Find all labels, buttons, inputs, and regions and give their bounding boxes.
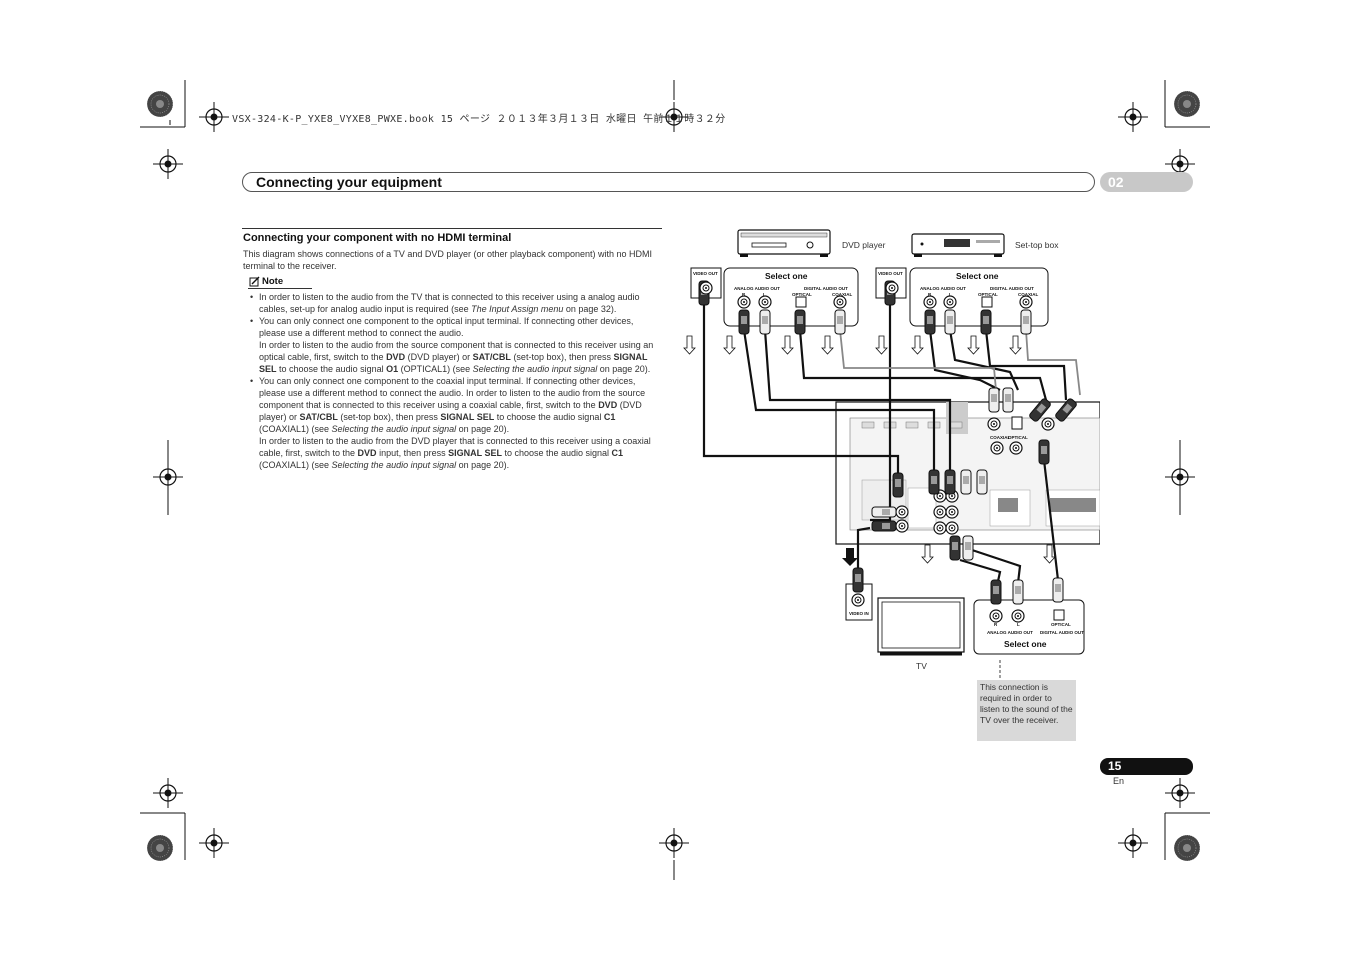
dvd-player-label: DVD player — [842, 240, 886, 250]
note-text-run: to choose the audio signal — [501, 448, 612, 458]
note-text-run: SIGNAL SEL — [259, 352, 648, 374]
dvd-l-label: L — [763, 292, 766, 297]
dvd-r-label: R — [742, 292, 746, 297]
page-number-tab — [1100, 758, 1193, 775]
chapter-tab — [1100, 172, 1193, 192]
note-bullet-item: You can only connect one component to th… — [250, 315, 662, 375]
language-code: En — [1113, 776, 1125, 786]
note-bullet-item: In order to listen to the audio from the… — [250, 291, 662, 315]
note-text-run: to choose the audio signal — [276, 364, 387, 374]
note-text-run: (COAXIAL1) (see — [259, 460, 332, 470]
tv-label: TV — [916, 661, 927, 671]
note-text-run: SIGNAL SEL — [440, 412, 495, 422]
stb-coaxial-label: COAXIAL — [1018, 292, 1039, 297]
note-text-run: DVD — [598, 400, 618, 410]
note-text-run: Selecting the audio input signal — [331, 460, 457, 470]
receiver-coaxial-label: COAXIAL — [990, 435, 1011, 440]
tv-select-one-label: Select one — [1004, 639, 1047, 649]
stb-r-label: R — [928, 292, 932, 297]
note-text-run: In order to listen to the audio from the… — [259, 436, 651, 458]
tv-digital-audio-out-label: DIGITAL AUDIO OUT — [1040, 630, 1084, 635]
chapter-number: 02 — [1108, 174, 1124, 190]
tv-video-in-label: VIDEO IN — [849, 611, 869, 616]
dvd-select-one-label: Select one — [765, 271, 808, 281]
section-intro: This diagram shows connections of a TV a… — [243, 249, 653, 271]
tv-l-label: L — [1017, 622, 1020, 627]
note-text-run: (set-top box), then press — [510, 352, 614, 362]
stb-l-label: L — [949, 292, 952, 297]
receiver-optical-label: OPTICAL — [1008, 435, 1028, 440]
note-text-run: (DVD player) or — [259, 400, 642, 422]
page-number: 15 — [1108, 759, 1122, 773]
note-text-run: on page 20). — [456, 424, 510, 434]
tv-icon — [877, 597, 965, 656]
stb-digital-audio-out-label: DIGITAL AUDIO OUT — [990, 286, 1034, 291]
note-text-run: SAT/CBL — [472, 352, 511, 362]
section-heading: Connecting your component with no HDMI t… — [243, 232, 512, 244]
note-text-run: Selecting the audio input signal — [472, 364, 598, 374]
note-bullets: In order to listen to the audio from the… — [250, 291, 662, 471]
note-text-run: (set-top box), then press — [337, 412, 441, 422]
page-title: Connecting your equipment — [256, 174, 442, 190]
dvd-video-out-label: VIDEO OUT — [693, 271, 718, 276]
note-text-run: input, then press — [376, 448, 449, 458]
note-underline — [248, 288, 312, 289]
note-text-run: O1 — [386, 364, 399, 374]
note-text-run: DVD — [386, 352, 406, 362]
note-text-run: on page 20). — [456, 460, 510, 470]
stb-select-one-label: Select one — [956, 271, 999, 281]
note-text-run: SAT/CBL — [299, 412, 338, 422]
note-icon — [249, 276, 260, 287]
note-text-run: In order to listen to the audio from the… — [259, 340, 654, 362]
note-text-run: (COAXIAL1) (see — [259, 424, 332, 434]
dvd-optical-label: OPTICAL — [792, 292, 812, 297]
section-rule — [242, 228, 662, 229]
dvd-player-icon — [737, 229, 831, 257]
note-text-run: (DVD player) or — [405, 352, 473, 362]
stb-optical-label: OPTICAL — [978, 292, 998, 297]
note-text-run: You can only connect one component to th… — [259, 376, 646, 410]
dvd-analog-audio-out-label: ANALOG AUDIO OUT — [734, 286, 780, 291]
stb-analog-audio-out-label: ANALOG AUDIO OUT — [920, 286, 966, 291]
note-bullet-item: You can only connect one component to th… — [250, 375, 662, 471]
note-text-run: on page 32). — [563, 304, 617, 314]
note-text-run: C1 — [603, 412, 616, 422]
note-text-run: (OPTICAL1) (see — [398, 364, 473, 374]
note-text-run: You can only connect one component to th… — [259, 316, 634, 338]
note-text-run: In order to listen to the audio from the… — [259, 292, 640, 314]
tv-analog-audio-out-label: ANALOG AUDIO OUT — [987, 630, 1033, 635]
note-text-run: The Input Assign menu — [471, 304, 564, 314]
note-text-run: C1 — [611, 448, 624, 458]
note-label: Note — [262, 276, 284, 287]
stb-video-out-label: VIDEO OUT — [878, 271, 903, 276]
note-text-run: SIGNAL SEL — [448, 448, 502, 458]
dvd-coaxial-label: COAXIAL — [832, 292, 853, 297]
dvd-digital-audio-out-label: DIGITAL AUDIO OUT — [804, 286, 848, 291]
tv-r-label: R — [994, 622, 998, 627]
note-text-run: on page 20). — [597, 364, 651, 374]
note-text-run: Selecting the audio input signal — [331, 424, 457, 434]
file-info: VSX-324-K-P_YXE8_VYXE8_PWXE.book 15 ページ … — [232, 114, 726, 125]
set-top-box-icon — [911, 233, 1005, 257]
connection-diagram — [683, 229, 1100, 680]
note-text-run: DVD — [357, 448, 377, 458]
note-text-run: to choose the audio signal — [494, 412, 604, 422]
header-bar — [242, 172, 1095, 192]
tv-audio-callout: This connection is required in order to … — [977, 680, 1076, 741]
set-top-box-label: Set-top box — [1015, 240, 1059, 250]
tv-optical-label: OPTICAL — [1051, 622, 1071, 627]
